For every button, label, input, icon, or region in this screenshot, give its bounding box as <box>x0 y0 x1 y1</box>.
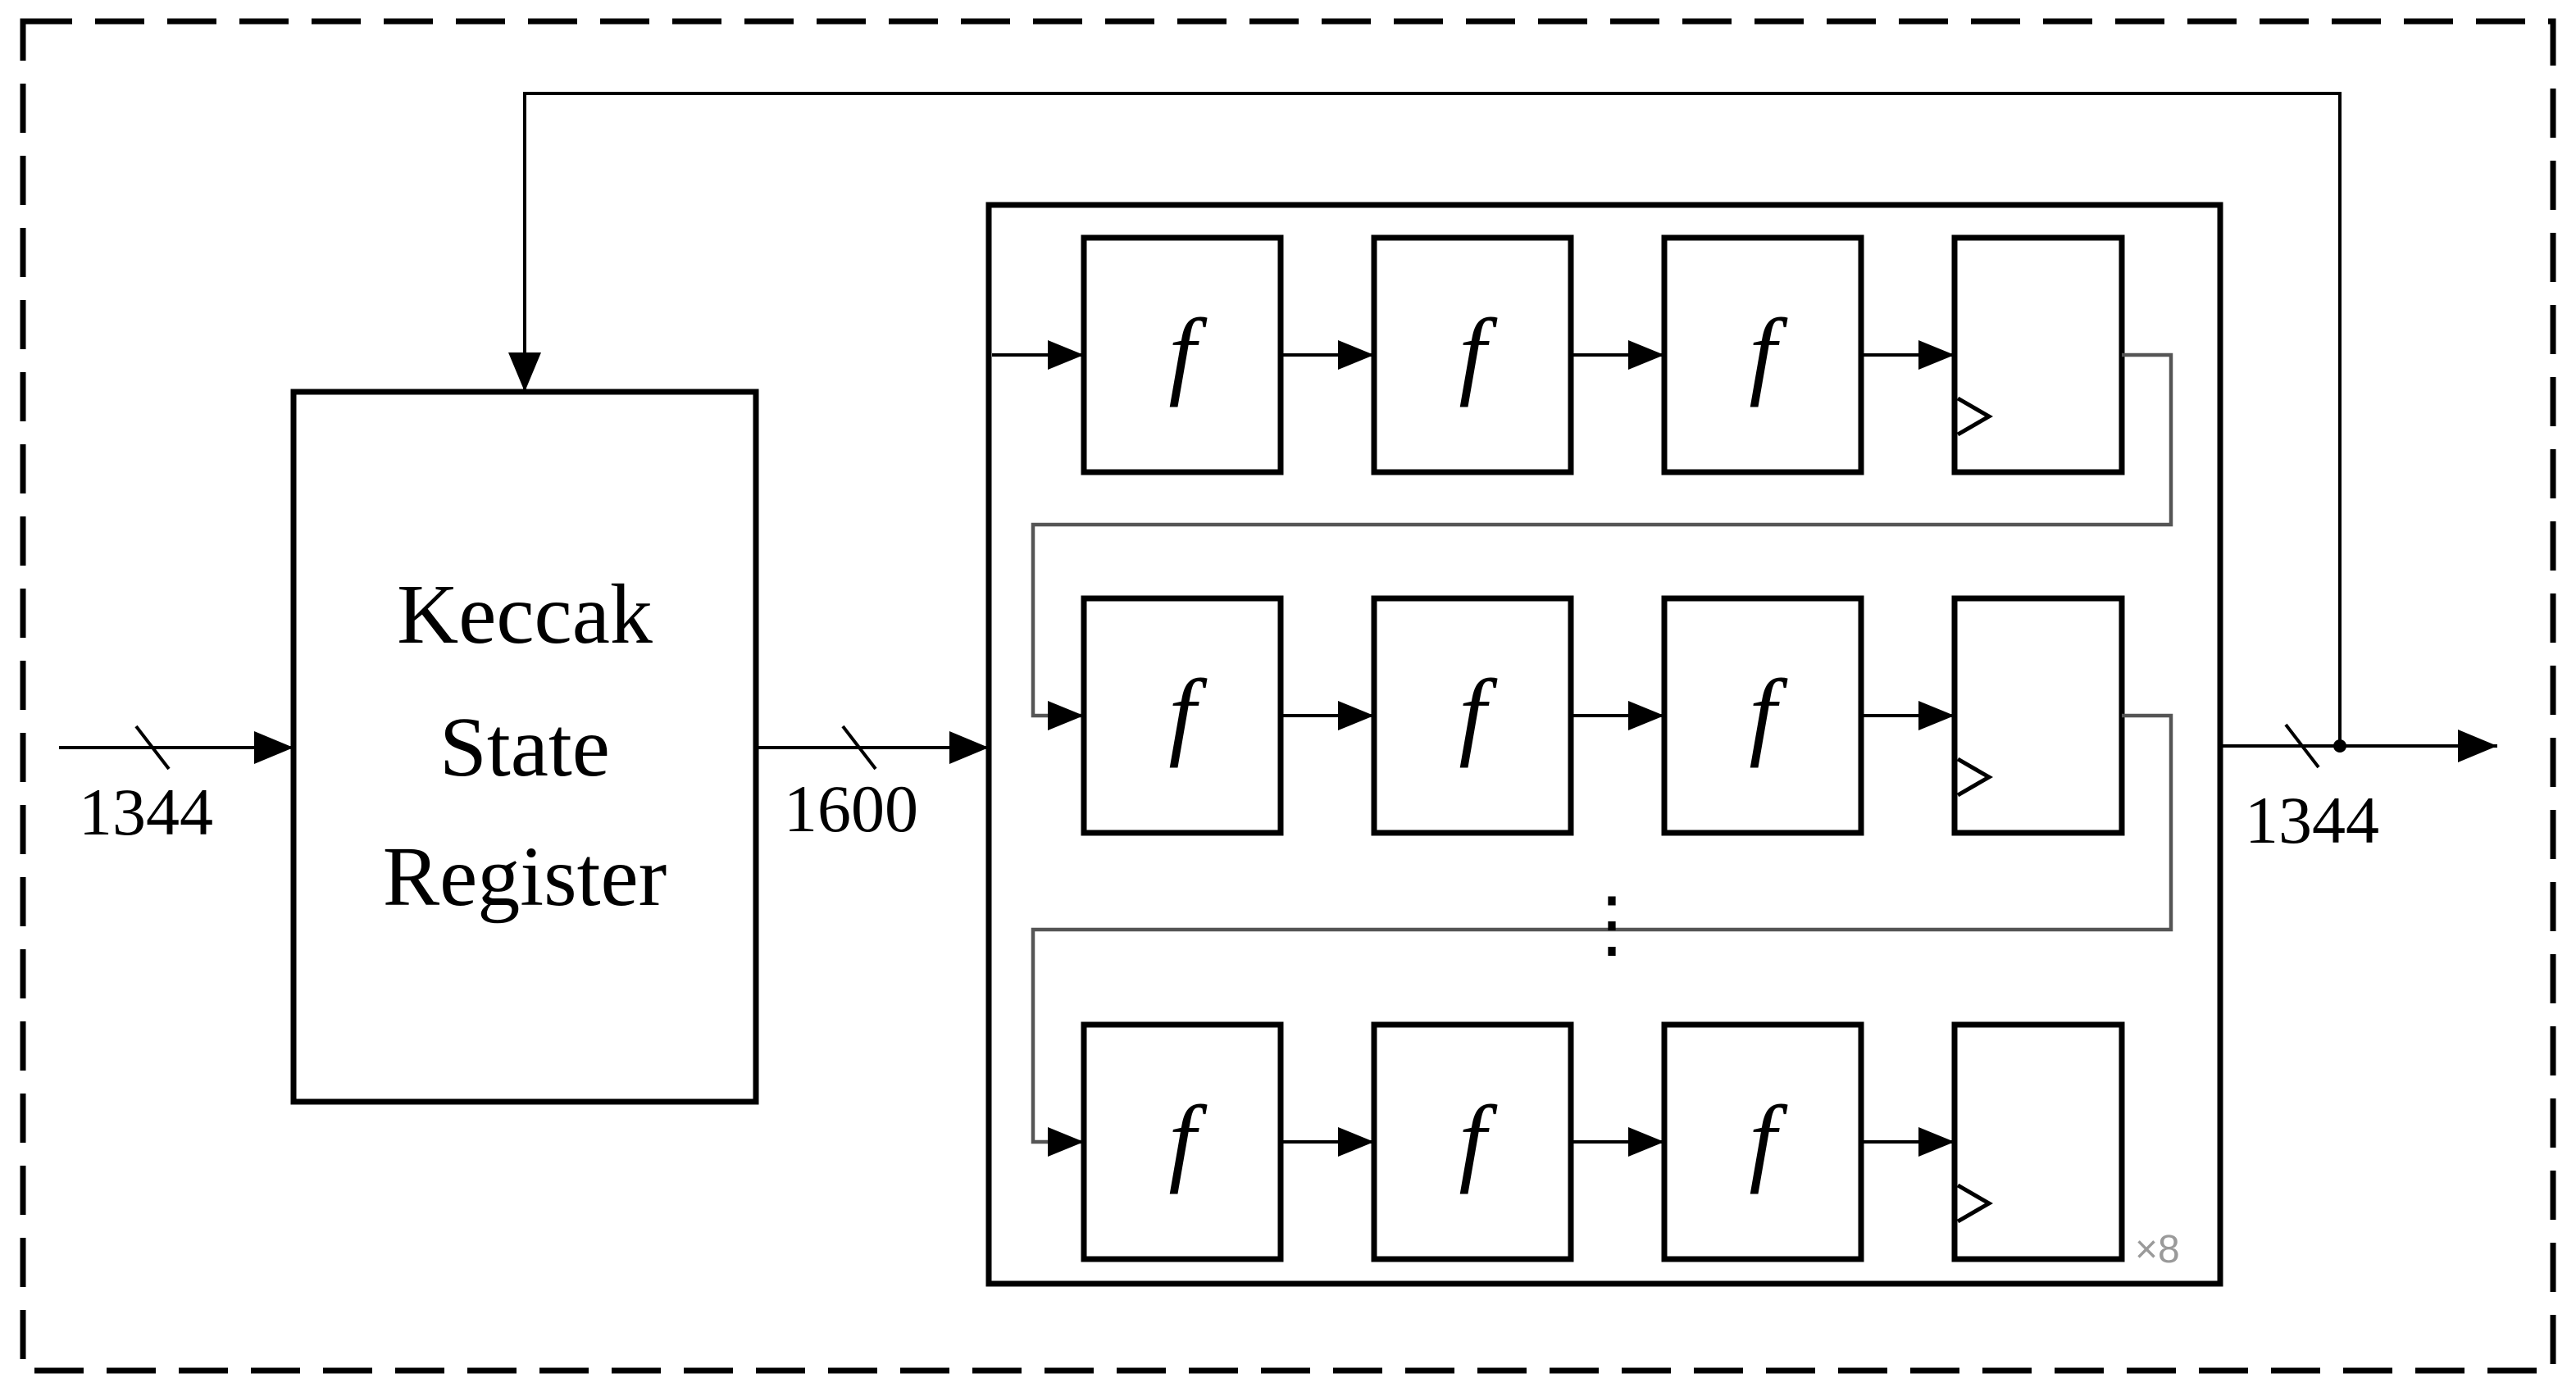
f-label: f <box>1459 1085 1498 1194</box>
clock-triangle-icon <box>1956 396 1993 437</box>
f-label: f <box>1168 298 1208 407</box>
f-label: f <box>1749 298 1788 407</box>
state-register-line-3: Register <box>383 830 667 924</box>
pipeline-register <box>1951 234 2125 475</box>
f-label: f <box>1749 659 1788 768</box>
f-label: f <box>1168 1085 1208 1194</box>
f-label: f <box>1749 1085 1788 1194</box>
pipeline-register <box>1951 1021 2125 1262</box>
input-bus-slash <box>134 725 171 771</box>
f-label: f <box>1459 298 1498 407</box>
f-label: f <box>1459 659 1498 768</box>
clock-triangle-icon <box>1956 757 1993 798</box>
feedback-path <box>508 92 2342 746</box>
state-register-line-1: Keccak <box>397 567 653 662</box>
pipeline-register <box>1951 595 2125 836</box>
state-bus-width-label: 1600 <box>784 771 918 846</box>
state-bus-slash <box>841 725 877 771</box>
state-register-line-2: State <box>439 700 610 794</box>
output-width-label: 1344 <box>2245 783 2379 857</box>
input-width-label: 1344 <box>79 775 213 849</box>
output-bus-slash <box>2284 723 2320 769</box>
clock-triangle-icon <box>1956 1183 1993 1224</box>
round-rows: f f f f f f f f f <box>992 234 2173 1262</box>
f-label: f <box>1168 659 1208 768</box>
row-ellipsis: ⋮ <box>1575 884 1649 966</box>
row-link-wire <box>1031 713 2173 1157</box>
outer-boundary <box>20 18 2556 1374</box>
row-link-wire <box>1031 352 2173 730</box>
repeat-count-label: ×8 <box>2135 1228 2180 1271</box>
